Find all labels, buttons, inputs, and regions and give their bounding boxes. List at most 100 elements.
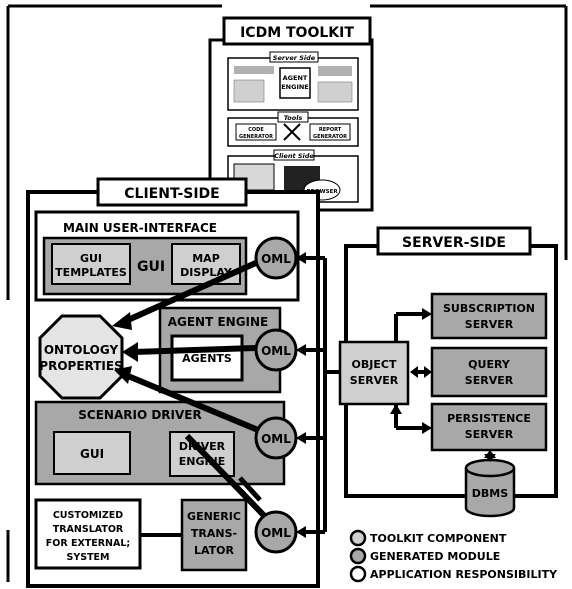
generic-translator-box bbox=[180, 498, 248, 572]
server-side-panel: SERVER-SIDE OBJECT SERVER SUBSCRIPTION S… bbox=[338, 226, 558, 518]
agent-engine-label: AGENT ENGINE bbox=[168, 315, 269, 329]
thumb-detail-2 bbox=[233, 79, 265, 103]
scenario-gui-label: GUI bbox=[80, 447, 104, 461]
thumb-detail-1 bbox=[234, 66, 274, 74]
translator-label-2: TRANSLATOR bbox=[53, 524, 124, 535]
oml-server-bus bbox=[296, 252, 340, 538]
driver-engine-box bbox=[169, 431, 235, 477]
toolkit-title: ICDM TOOLKIT bbox=[240, 25, 354, 41]
dbms-cylinder-top bbox=[464, 458, 516, 478]
dbms-cylinder-body bbox=[464, 468, 516, 518]
object-server-box bbox=[338, 340, 410, 406]
arrow-persistence bbox=[422, 422, 432, 434]
arrow-query-right bbox=[424, 366, 432, 378]
legend-toolkit-label: TOOLKIT COMPONENT bbox=[370, 532, 507, 545]
legend-toolkit-swatch bbox=[349, 529, 367, 547]
persistence-server-label-2: SERVER bbox=[465, 428, 514, 441]
query-server-label-1: QUERY bbox=[468, 358, 511, 371]
thumb-server-side-label: Server Side bbox=[273, 54, 316, 62]
thumb-engine-label: ENGINE bbox=[281, 83, 309, 91]
thumb-tools-label: Tools bbox=[284, 114, 303, 122]
bus-arrow-3 bbox=[296, 432, 306, 444]
thumb-server-side-tab bbox=[269, 51, 319, 63]
object-server-label-1: OBJECT bbox=[352, 358, 397, 371]
agents-label: AGENTS bbox=[182, 352, 232, 365]
thumb-report-generator-box bbox=[309, 123, 351, 141]
dbms-label: DBMS bbox=[472, 487, 508, 500]
map-display-label-1: MAP bbox=[192, 252, 220, 265]
gui-templates-label-1: GUI bbox=[80, 252, 102, 265]
thumb-code-generator-box bbox=[235, 123, 277, 141]
oml-label-3: OML bbox=[261, 432, 291, 446]
arrow-object-down bbox=[390, 404, 402, 414]
subscription-server-label-1: SUBSCRIPTION bbox=[443, 302, 535, 315]
oml-label-1: OML bbox=[261, 252, 291, 266]
translator-label-3: FOR EXTERNAL; bbox=[46, 538, 130, 549]
oml-label-4: OML bbox=[261, 526, 291, 540]
generic-translator-label-1: GENERIC bbox=[187, 510, 241, 523]
thumb-report-generator-label: GENERATOR bbox=[313, 134, 347, 140]
arrow-oml1-head bbox=[112, 312, 132, 330]
map-display-label-2: DISPLAY bbox=[180, 266, 233, 279]
gui-templates-label-2: TEMPLATES bbox=[55, 266, 127, 279]
tools-icon bbox=[283, 123, 301, 141]
toolkit-title-box bbox=[222, 16, 372, 46]
thumb-code-label: CODE bbox=[248, 127, 264, 133]
thumb-agent-engine-box bbox=[279, 67, 311, 99]
thumb-detail-4 bbox=[317, 81, 353, 103]
thumb-client-side-label: Client Side bbox=[274, 152, 314, 160]
arrow-oml1-ontology bbox=[126, 259, 260, 323]
driver-to-oml-link bbox=[184, 433, 281, 533]
oml-label-2: OML bbox=[261, 344, 291, 358]
bus-arrow-2 bbox=[296, 344, 306, 356]
server-side-title-box bbox=[376, 226, 532, 256]
arrow-query-left bbox=[410, 366, 418, 378]
agents-box bbox=[170, 334, 244, 382]
server-side-title: SERVER-SIDE bbox=[402, 235, 506, 251]
thumb-tools-tab bbox=[277, 111, 309, 123]
subscription-server-box bbox=[430, 292, 548, 340]
main-ui-label: MAIN USER-INTERFACE bbox=[63, 221, 217, 235]
gui-label: GUI bbox=[137, 259, 165, 275]
thumb-report-label: REPORT bbox=[319, 127, 342, 133]
arrow-subscription bbox=[422, 308, 432, 320]
generic-translator-label-2: TRANS- bbox=[191, 527, 237, 540]
ontology-properties-node bbox=[38, 314, 124, 400]
client-side-title-box bbox=[96, 177, 248, 207]
arrow-oml3-head bbox=[114, 366, 132, 384]
translator-label-4: SYSTEM bbox=[67, 552, 110, 563]
oml-to-ontology-arrows bbox=[112, 259, 260, 433]
object-server-label-2: SERVER bbox=[350, 374, 399, 387]
scenario-gui-box bbox=[53, 431, 131, 475]
ontology-label-1: ONTOLOGY bbox=[44, 343, 119, 357]
client-side-title: CLIENT-SIDE bbox=[124, 186, 219, 202]
query-server-box bbox=[430, 346, 548, 398]
gui-templates-box bbox=[51, 243, 131, 285]
driver-engine-down-link bbox=[238, 476, 262, 502]
thumb-agent-label: AGENT bbox=[283, 74, 308, 82]
scenario-driver-label: SCENARIO DRIVER bbox=[78, 408, 201, 422]
thumb-client-side-tab bbox=[273, 149, 315, 161]
persistence-server-label-1: PERSISTENCE bbox=[447, 412, 531, 425]
persistence-server-box bbox=[430, 402, 548, 452]
query-server-label-2: SERVER bbox=[465, 374, 514, 387]
legend-generated-swatch bbox=[349, 547, 367, 565]
ontology-label-2: PROPERTIES bbox=[39, 359, 122, 373]
generic-translator-label-3: LATOR bbox=[194, 544, 235, 557]
legend-application-label: APPLICATION RESPONSIBILITY bbox=[370, 568, 558, 581]
arrow-oml2-ontology bbox=[133, 345, 257, 355]
thumb-detail-3 bbox=[318, 66, 352, 76]
legend-generated-label: GENERATED MODULE bbox=[370, 550, 500, 563]
subscription-server-label-2: SERVER bbox=[465, 318, 514, 331]
thumb-browser-label: BROWSER bbox=[306, 189, 338, 195]
bus-arrow-4 bbox=[296, 526, 306, 538]
arrow-oml2-head bbox=[122, 342, 138, 362]
legend: TOOLKIT COMPONENT GENERATED MODULE APPLI… bbox=[349, 529, 558, 583]
arrow-oml3-ontology bbox=[126, 373, 260, 433]
bus-arrow-1 bbox=[296, 252, 306, 264]
translator-label-1: CUSTOMIZED bbox=[53, 510, 123, 521]
icdm-toolkit-panel: ICDM TOOLKIT Server Side AGENT ENGINE To… bbox=[208, 16, 374, 212]
legend-application-swatch bbox=[349, 565, 367, 583]
arrow-dbms-down bbox=[484, 454, 496, 462]
